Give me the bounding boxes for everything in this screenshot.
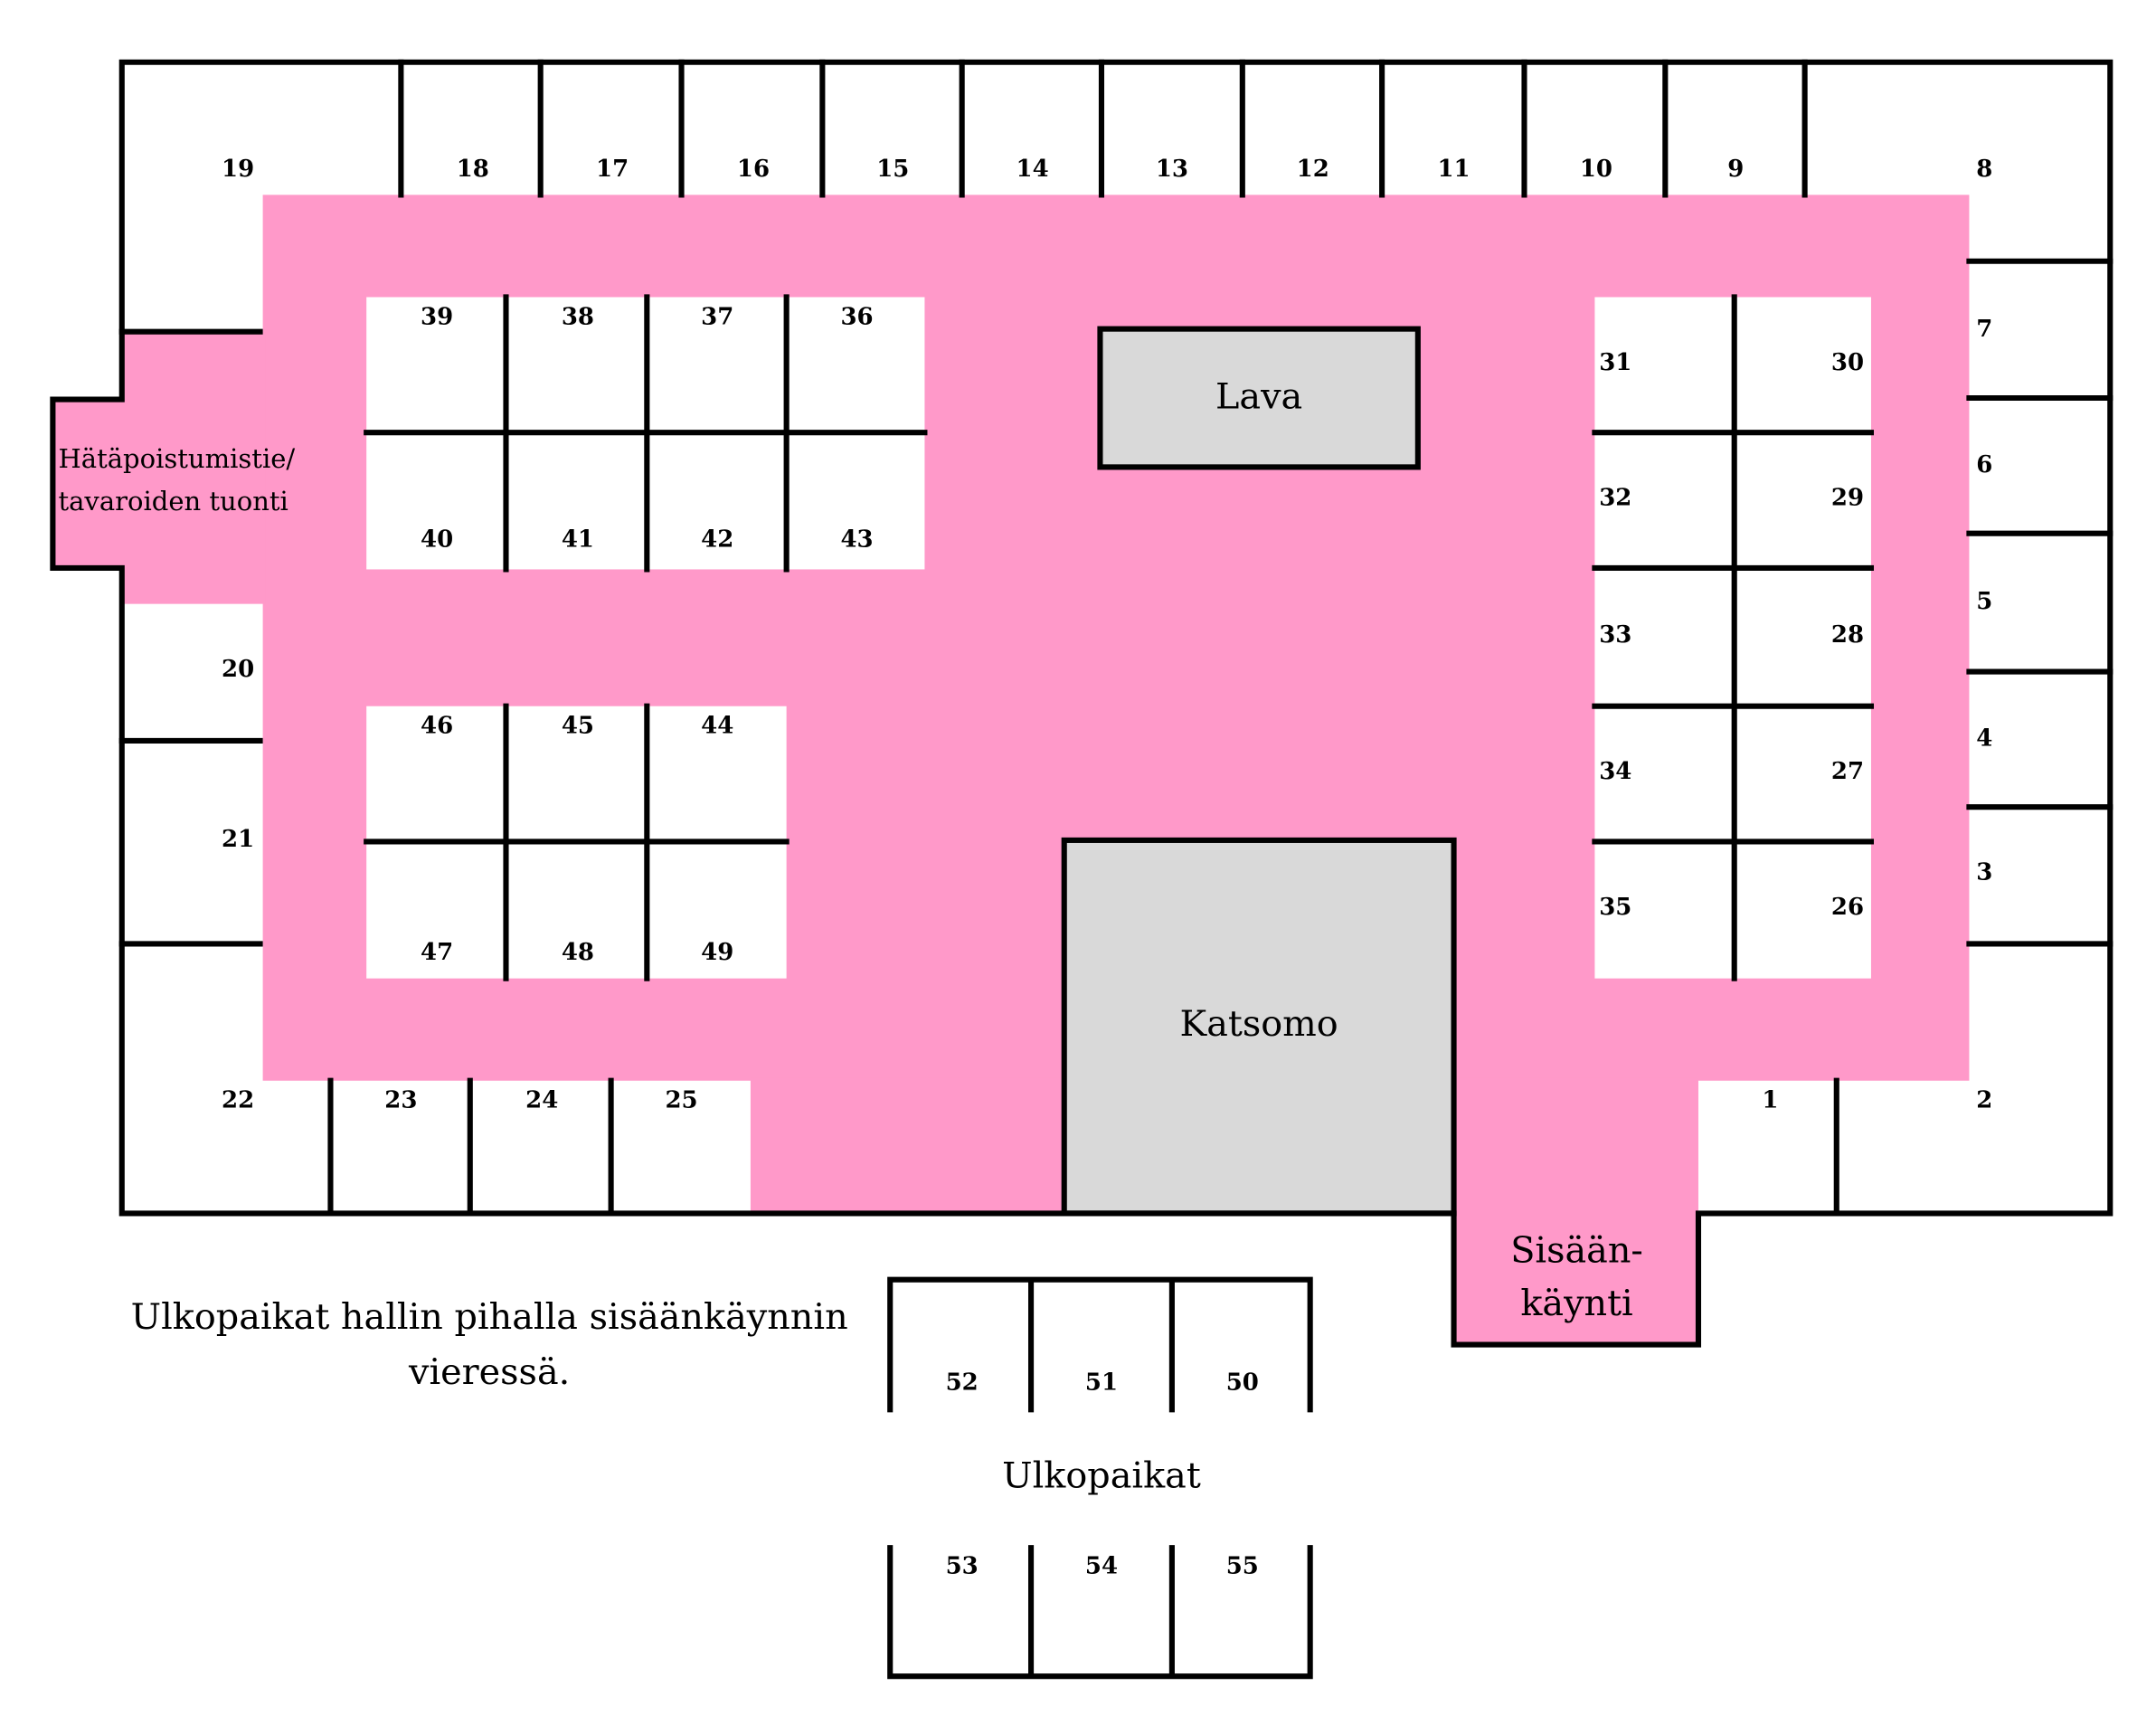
stall-number-35: 35 <box>1599 894 1631 921</box>
stall-number-28: 28 <box>1831 621 1864 649</box>
stall-number-5: 5 <box>1976 588 1992 615</box>
outdoor-note: Ulkopaikat hallin pihalla sisäänkäynnin <box>131 1296 848 1338</box>
stall-number-8: 8 <box>1976 156 1992 183</box>
entrance-label: Sisään- <box>1510 1230 1643 1272</box>
stall-number-36: 36 <box>840 303 873 330</box>
stall-number-21: 21 <box>222 826 254 853</box>
stall-number-15: 15 <box>876 156 909 183</box>
stall-number-3: 3 <box>1976 859 1992 886</box>
stall-number-34: 34 <box>1599 758 1631 785</box>
stall-number-32: 32 <box>1599 485 1631 512</box>
stall-number-10: 10 <box>1580 156 1612 183</box>
stall-number-41: 41 <box>562 526 594 553</box>
stage-label: Lava <box>1215 376 1302 418</box>
outdoor-title: Ulkopaikat <box>1002 1455 1201 1497</box>
stall-number-6: 6 <box>1976 451 1992 478</box>
stall-number-52: 52 <box>946 1369 979 1396</box>
stall-number-50: 50 <box>1226 1369 1259 1396</box>
stall-number-49: 49 <box>701 939 733 966</box>
stall-number-16: 16 <box>737 156 770 183</box>
stall-number-12: 12 <box>1297 156 1329 183</box>
stall-number-48: 48 <box>562 939 594 966</box>
stage <box>1097 326 1421 470</box>
emergency-exit-label: tavaroiden tuonti <box>58 486 288 516</box>
stall-number-9: 9 <box>1727 156 1744 183</box>
stall-dividers <box>118 59 2113 1680</box>
stall-number-19: 19 <box>222 156 254 183</box>
entrance-label: käynti <box>1520 1283 1632 1324</box>
stall-number-27: 27 <box>1831 758 1864 785</box>
stall-number-55: 55 <box>1226 1553 1259 1580</box>
stall-number-14: 14 <box>1017 156 1049 183</box>
stall-number-53: 53 <box>946 1553 979 1580</box>
outer-wall <box>50 59 2113 1348</box>
stall-number-20: 20 <box>222 656 254 683</box>
stall-number-26: 26 <box>1831 894 1864 921</box>
stall-number-22: 22 <box>222 1087 254 1114</box>
stall-number-30: 30 <box>1831 349 1864 376</box>
stall-number-46: 46 <box>421 713 453 740</box>
stall-number-18: 18 <box>457 156 489 183</box>
stall-number-45: 45 <box>562 713 594 740</box>
viewing-area <box>1061 837 1457 1217</box>
stall-number-29: 29 <box>1831 485 1864 512</box>
emergency-exit-label: Hätäpoistumistie/ <box>58 443 295 474</box>
stall-number-1: 1 <box>1762 1087 1778 1114</box>
stall-number-13: 13 <box>1156 156 1188 183</box>
stall-number-25: 25 <box>665 1087 697 1114</box>
stall-number-37: 37 <box>701 303 733 330</box>
outdoor-note: vieressä. <box>408 1351 570 1393</box>
stall-number-42: 42 <box>701 526 733 553</box>
stall-number-7: 7 <box>1976 316 1992 343</box>
stall-number-51: 51 <box>1085 1369 1118 1396</box>
stall-number-54: 54 <box>1085 1553 1118 1580</box>
viewing-area-label: Katsomo <box>1180 1003 1338 1045</box>
stall-number-23: 23 <box>384 1087 417 1114</box>
stall-number-38: 38 <box>562 303 594 330</box>
stall-number-11: 11 <box>1437 156 1470 183</box>
stall-number-43: 43 <box>840 526 873 553</box>
stall-number-31: 31 <box>1599 349 1631 376</box>
stall-number-33: 33 <box>1599 621 1631 649</box>
stall-number-4: 4 <box>1976 725 1992 752</box>
stall-number-40: 40 <box>421 526 453 553</box>
stall-number-47: 47 <box>421 939 453 966</box>
stall-number-39: 39 <box>421 303 453 330</box>
stall-number-2: 2 <box>1976 1087 1992 1114</box>
stall-number-24: 24 <box>525 1087 558 1114</box>
stall-number-17: 17 <box>596 156 629 183</box>
stall-number-44: 44 <box>701 713 733 740</box>
